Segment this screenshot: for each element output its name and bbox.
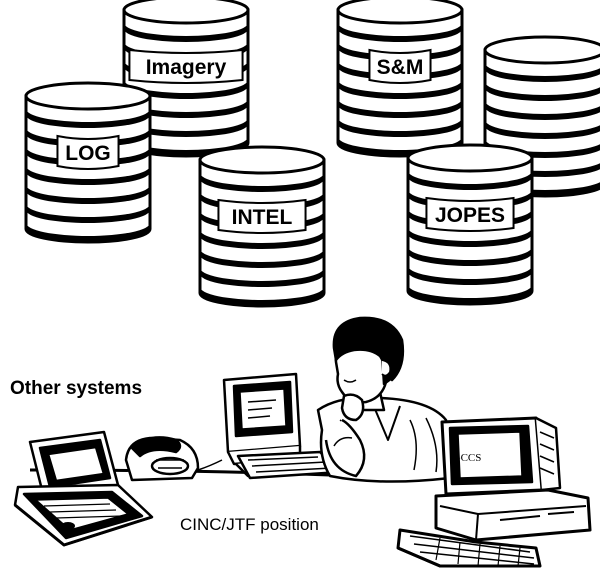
telephone-icon [124,436,223,482]
database-label-log: LOG [65,142,111,165]
position-caption: CINC/JTF position [180,515,319,534]
database-sm: S&M [336,0,464,158]
database-imagery: Imagery [122,0,250,158]
database-label-plate [56,134,120,170]
database-intel: INTEL [198,145,326,308]
database-label-plate [425,196,515,232]
cinc-jtf-workstation [13,316,592,568]
database-stacks: Imagery S&M LOG INTEL JOPES [24,0,600,308]
database-label-plate [368,48,432,84]
database-label-plate [128,48,244,84]
database-jopes: JOPES [406,143,534,306]
other-systems-label: Other systems [10,378,142,399]
database-label-imagery: Imagery [146,56,227,79]
laptop-icon [13,430,154,547]
operator-person-icon [316,316,452,483]
database-label-jopes: JOPES [435,204,505,227]
gccs-computer-icon [396,416,592,568]
gccs-screen-label: GCCS [453,452,482,464]
database-label-intel: INTEL [232,206,293,229]
database-log: LOG [24,81,152,244]
database-label-plate [217,198,307,234]
database-label-sm: S&M [377,56,424,79]
